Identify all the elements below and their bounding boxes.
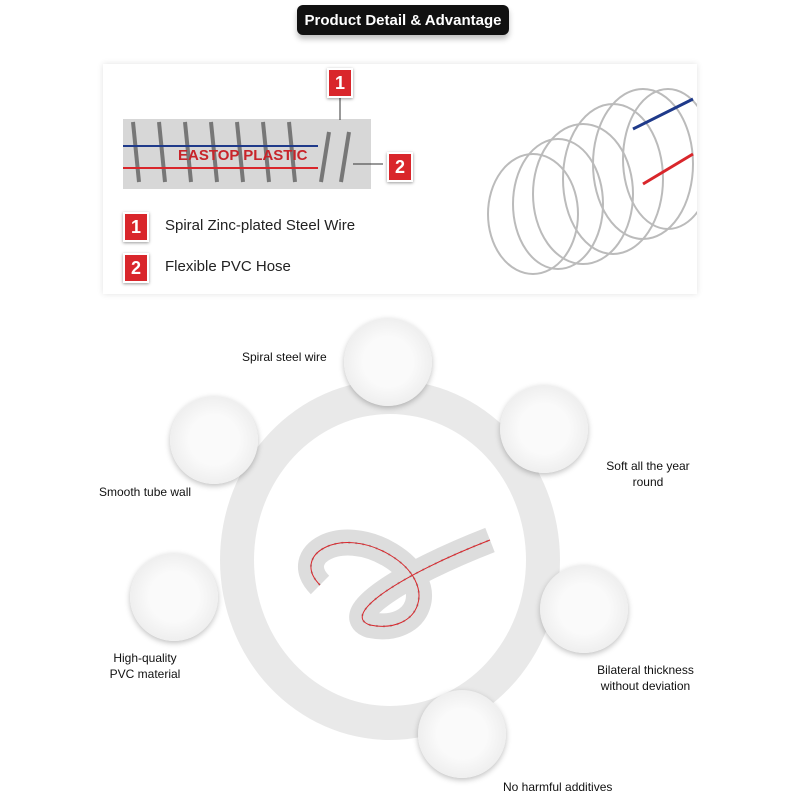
structure-panel: EASTOP PLASTIC 1 2 1 Spiral Zinc-plated … (103, 64, 697, 294)
legend-label-2: Flexible PVC Hose (165, 258, 291, 275)
callout-badge-2: 2 (387, 152, 413, 182)
feature-image-soft (500, 385, 588, 473)
section-title: Product Detail & Advantage (297, 5, 509, 35)
feature-image-smooth-wall (170, 396, 258, 484)
feature-label-thickness: Bilateral thickness without deviation (597, 663, 694, 693)
legend-label-1: Spiral Zinc-plated Steel Wire (165, 217, 356, 234)
legend-badge-1: 1 (123, 212, 149, 242)
feature-label-no-additives: No harmful additives (503, 780, 613, 794)
feature-image-pvc-material (130, 553, 218, 641)
feature-label-smooth-wall: Smooth tube wall (99, 485, 192, 499)
hose-cutaway-diagram (123, 88, 697, 275)
feature-image-no-additives (418, 690, 506, 778)
feature-image-spiral-wire (344, 318, 432, 406)
feature-label-spiral-wire: Spiral steel wire (242, 350, 327, 364)
coiled-hose-image (298, 527, 495, 640)
feature-label-pvc-material: High-quality PVC material (109, 651, 181, 681)
feature-label-soft: Soft all the year round (606, 459, 690, 489)
brand-text: EASTOP PLASTIC (178, 147, 308, 164)
legend-badge-2: 2 (123, 253, 149, 283)
callout-badge-1: 1 (327, 68, 353, 98)
feature-image-thickness (540, 565, 628, 653)
